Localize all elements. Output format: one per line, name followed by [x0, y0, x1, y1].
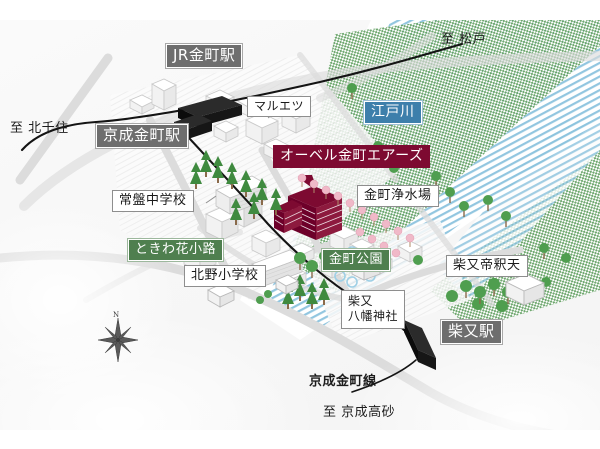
- riverbank-green-fields: [292, 18, 600, 330]
- label-shibamata-hachiman-shrine-line2: 八幡神社: [348, 309, 399, 323]
- compass-rose: N: [105, 311, 131, 321]
- label-shibamata-station[interactable]: 柴又駅: [441, 320, 502, 344]
- label-kanamachi-park[interactable]: 金町公園: [322, 249, 391, 271]
- label-jr-kanamachi-station[interactable]: JR金町駅: [166, 44, 243, 68]
- label-tokiwa-junior-high-school[interactable]: 常盤中学校: [112, 190, 194, 212]
- compass-north-label: N: [113, 311, 120, 319]
- compass-rose-art: [97, 317, 139, 363]
- small-roof-near-kitano: [275, 274, 299, 295]
- text-direction-to-kitasenju: 至 北千住: [10, 121, 69, 136]
- shibamata-taishakuten-roof: [504, 273, 546, 306]
- label-kitano-elementary-school[interactable]: 北野小学校: [184, 265, 266, 287]
- map-fade-bottom: [0, 310, 320, 449]
- shibamata-station-building: [404, 320, 436, 370]
- keisei-kanamachi-line-north: [176, 124, 360, 302]
- text-keisei-kanamachi-line: 京成金町線: [309, 374, 377, 389]
- text-direction-to-matsudo: 至 松戸: [441, 32, 487, 47]
- label-keisei-kanamachi-station[interactable]: 京成金町駅: [96, 124, 188, 148]
- label-shibamata-hachiman-shrine[interactable]: 柴又 八幡神社: [341, 290, 406, 329]
- text-direction-to-keisei-takasago: 至 京成高砂: [323, 405, 396, 420]
- label-shibamata-taishakuten[interactable]: 柴又帝釈天: [446, 255, 528, 277]
- keisei-kanamachi-line-south: [351, 359, 417, 393]
- label-edogawa-river[interactable]: 江戸川: [364, 101, 422, 124]
- label-tokiwa-hana-koji[interactable]: ときわ花小路: [128, 239, 224, 261]
- label-maruetsu[interactable]: マルエツ: [247, 96, 312, 117]
- map-fade-bottom-right: [350, 330, 600, 449]
- label-kanamachi-water-purification-plant[interactable]: 金町浄水場: [357, 185, 439, 207]
- label-property-oberu-kanamachi-airs[interactable]: オーベル金町エアーズ: [273, 145, 431, 168]
- label-shibamata-hachiman-shrine-line1: 柴又: [348, 294, 374, 308]
